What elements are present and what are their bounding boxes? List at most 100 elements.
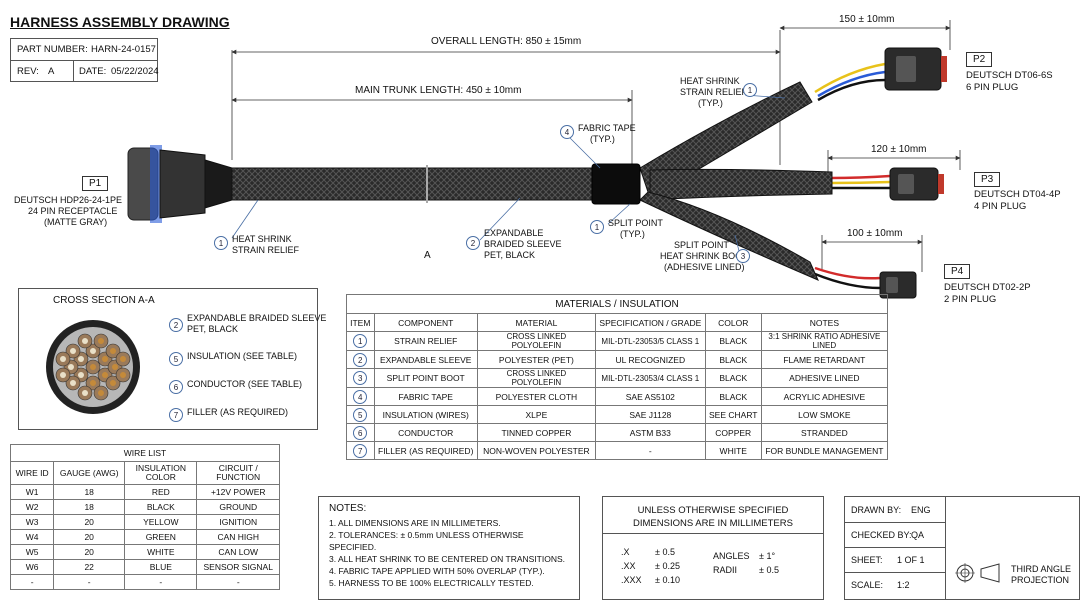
materials-cell: BLACK [704,331,762,351]
conductor-core [120,372,126,378]
materials-cell: - [594,441,706,460]
materials-header-cell: COLOR [704,313,762,332]
section-marker: A [424,250,431,261]
materials-cell: SAE J1128 [594,405,706,424]
conductor-core [82,390,88,396]
materials-cell: ACRYLIC ADHESIVE [760,387,889,406]
p3-desc-1: DEUTSCH DT04-4P [974,189,1061,200]
wire-cell: 22 [53,559,126,575]
materials-cell: SAE AS5102 [594,387,706,406]
callout-heat-shrink-left: 1 HEAT SHRINK STRAIN RELIEF [214,233,299,255]
conductor-core [70,380,76,386]
wire-cell: W6 [9,559,55,575]
item-bubble: 3 [353,371,368,385]
materials-header-cell: ITEM [346,313,375,332]
wire-cell: SENSOR SIGNAL [196,559,280,575]
materials-cell: WHITE [704,441,762,460]
wire-cell: - [9,574,55,590]
callout-fabric-tape: 4 FABRIC TAPE (TYP.) [560,122,636,144]
materials-cell: MIL-DTL-23053/5 CLASS 1 [594,331,706,351]
wire-cell: 20 [53,529,126,545]
conductor-core [102,356,108,362]
conductor-core [90,364,96,370]
callout-braided-sleeve: 2 EXPANDABLE BRAIDED SLEEVE PET, BLACK [466,228,562,260]
conductor-core [90,380,96,386]
note-item: 2. TOLERANCES: ± 0.5mm UNLESS OTHERWISE … [329,530,524,552]
p2-label: P2 [966,52,993,67]
cross-section-box: CROSS SECTION A-A 2 EXPANDABLE BRAIDED S… [18,288,326,430]
item-bubble: 7 [353,443,368,458]
p3-label: P3 [974,172,1001,187]
materials-cell: POLYESTER CLOTH [476,387,596,406]
p4-desc-2: 2 PIN PLUG [944,294,997,305]
conductor-core [112,364,118,370]
p2-branch-dim: 150 ± 10mm [836,14,898,25]
materials-cell: STRAIN RELIEF [373,331,478,351]
materials-cell: COPPER [704,423,762,442]
conductor-core [82,338,88,344]
materials-cell: POLYESTER (PET) [476,350,596,369]
p4-branch-dim: 100 ± 10mm [844,228,906,239]
wire-cell: RED [124,484,198,500]
p1-desc-3: (MATTE GRAY) [44,217,108,227]
rev-label: REV: [17,66,39,77]
wire-header-cell: CIRCUIT / FUNCTION [196,461,280,485]
rev-value: A [48,66,55,77]
materials-cell: MIL-DTL-23053/4 CLASS 1 [594,368,706,388]
p2-desc-1: DEUTSCH DT06-6S [966,70,1053,81]
materials-cell: EXPANDABLE SLEEVE [373,350,478,369]
p1-desc-2: 24 PIN RECEPTACLE [28,206,118,216]
item-bubble: 2 [353,352,368,367]
wire-cell: YELLOW [124,514,198,530]
wire-cell: CAN LOW [196,544,280,560]
conductor-core [68,364,74,370]
item-bubble: 1 [353,334,368,348]
wire-cell: W4 [9,529,55,545]
materials-cell: INSULATION (WIRES) [373,405,478,424]
materials-cell: BLACK [704,387,762,406]
materials-title: MATERIALS / INSULATION [346,294,888,314]
wire-cell: BLUE [124,559,198,575]
conductor-core [98,338,104,344]
projection-icon [955,563,1000,583]
materials-cell: LOW SMOKE [760,405,889,424]
harness-drawing [127,20,961,299]
item-bubble: 5 [353,407,368,422]
p3-desc-2: 4 PIN PLUG [974,201,1027,212]
wire-cell: +12V POWER [196,484,280,500]
wire-cell: W1 [9,484,55,500]
p4-desc-1: DEUTSCH DT02-2P [944,282,1031,293]
callout-split-point: 1 SPLIT POINT (TYP.) [590,217,663,239]
materials-cell: FABRIC TAPE [373,387,478,406]
drawing-title: HARNESS ASSEMBLY DRAWING [10,14,230,30]
conductor-core [78,356,84,362]
overall-length-dim: OVERALL LENGTH: 850 ± 15mm [428,36,585,47]
p3-branch-dim: 120 ± 10mm [868,144,930,155]
wire-cell: W3 [9,514,55,530]
materials-cell: XLPE [476,405,596,424]
part-number-label: PART NUMBER: [17,44,88,55]
wire-cell: - [196,574,280,590]
notes-title: NOTES: [329,503,367,514]
conductor-core [110,348,116,354]
wire-cell: W2 [9,499,55,515]
wire-cell: CAN HIGH [196,529,280,545]
materials-header-cell: COMPONENT [373,313,478,332]
conductor-core [78,372,84,378]
materials-cell: STRANDED [760,423,889,442]
materials-cell: BLACK [704,368,762,388]
conductor-core [110,380,116,386]
materials-cell: CROSS LINKED POLYOLEFIN [476,331,596,351]
conductor-core [60,372,66,378]
title-block: DRAWN BY: ENG CHECKED BY: QA SHEET: 1 OF… [844,496,1080,600]
wire-list-title: WIRE LIST [10,444,280,462]
materials-header-cell: MATERIAL [476,313,596,332]
conductor-core [120,356,126,362]
